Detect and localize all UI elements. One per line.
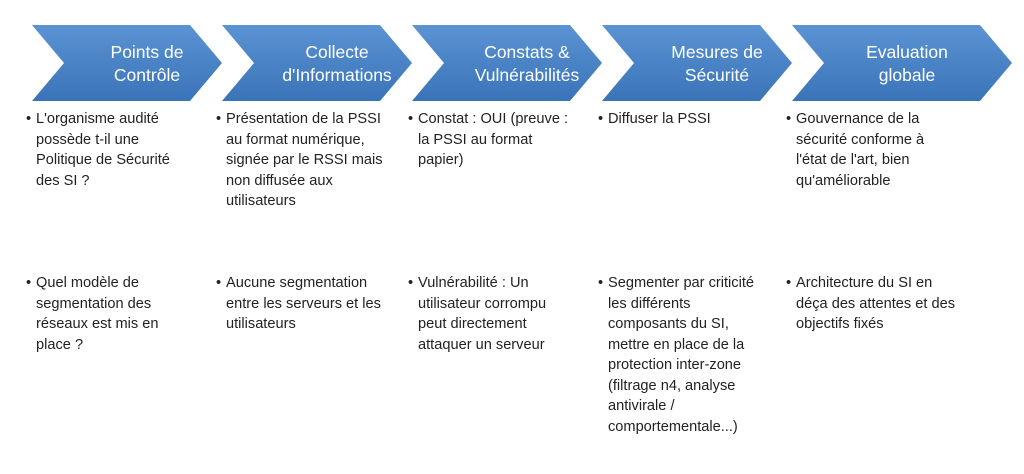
cell-row2-controle: Quel modèle de segmentation des réseaux …: [26, 273, 196, 355]
cell-row2-collecte: Aucune segmentation entre les serveurs e…: [216, 273, 386, 335]
list-item: Diffuser la PSSI: [598, 109, 768, 130]
chevron-step-2: [222, 25, 412, 101]
chevron-step-4: [602, 25, 792, 101]
list-item: Constat : OUI (preuve : la PSSI au forma…: [408, 109, 578, 171]
list-item: Quel modèle de segmentation des réseaux …: [26, 273, 196, 355]
cell-row1-evaluation: Gouvernance de la sécurité conforme à l'…: [786, 109, 956, 191]
list-item: Aucune segmentation entre les serveurs e…: [216, 273, 386, 335]
step-label-collecte: Collecte d'Informations: [282, 42, 392, 85]
step-label-points-de-controle: Points de Contrôle: [110, 42, 184, 85]
chevron-step-1: [32, 25, 222, 101]
list-item: Gouvernance de la sécurité conforme à l'…: [786, 109, 956, 191]
list-item: Présentation de la PSSI au format numéri…: [216, 109, 386, 212]
cell-row2-evaluation: Architecture du SI en déça des attentes …: [786, 273, 956, 335]
process-chevron-bar: [32, 25, 1012, 101]
chevron-step-3: [412, 25, 602, 101]
step-label-mesures: Mesures de Sécurité: [671, 42, 763, 85]
cell-row1-controle: L'organisme audité possède t-il une Poli…: [26, 109, 196, 191]
list-item: Vulnérabilité : Un utilisateur corrompu …: [408, 273, 578, 355]
list-item: Segmenter par criticité les différents c…: [598, 273, 768, 437]
step-label-constats: Constats & Vulnérabilités: [474, 42, 580, 85]
step-label-evaluation: Evaluation globale: [866, 42, 948, 85]
list-item: Architecture du SI en déça des attentes …: [786, 273, 956, 335]
cell-row1-mesures: Diffuser la PSSI: [598, 109, 768, 130]
cell-row2-mesures: Segmenter par criticité les différents c…: [598, 273, 768, 437]
cell-row1-constats: Constat : OUI (preuve : la PSSI au forma…: [408, 109, 578, 171]
cell-row2-constats: Vulnérabilité : Un utilisateur corrompu …: [408, 273, 578, 355]
cell-row1-collecte: Présentation de la PSSI au format numéri…: [216, 109, 386, 212]
chevron-step-5: [792, 25, 1012, 101]
list-item: L'organisme audité possède t-il une Poli…: [26, 109, 196, 191]
